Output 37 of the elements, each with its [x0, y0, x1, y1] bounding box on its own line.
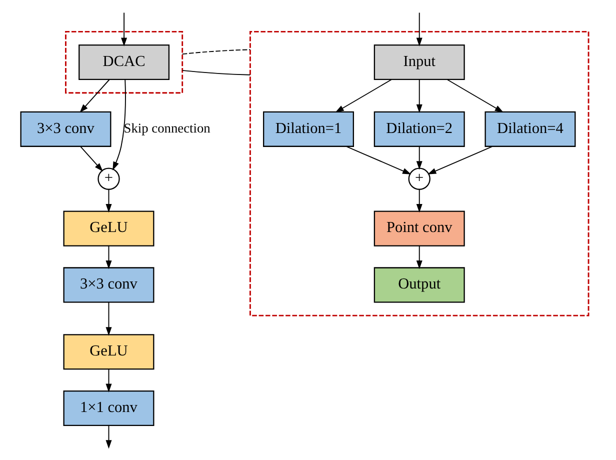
arrow	[416, 12, 422, 46]
arrow	[345, 146, 411, 174]
node-box: GeLU	[62, 334, 154, 370]
arrow	[416, 146, 422, 170]
node-box: Dilation=4	[484, 111, 576, 147]
node-box: Output	[373, 267, 464, 303]
node-box: 1×1 conv	[62, 390, 154, 426]
arrow	[416, 79, 422, 114]
arrow	[79, 79, 110, 113]
arrow	[112, 79, 126, 170]
connector	[181, 70, 250, 76]
arrow	[80, 146, 102, 172]
arrow	[446, 79, 504, 113]
arrow	[416, 245, 422, 270]
node-box: Point conv	[373, 210, 464, 246]
arrow	[427, 146, 492, 174]
node-box: Dilation=2	[373, 111, 464, 147]
arrow	[105, 368, 112, 392]
arrow	[105, 425, 112, 449]
connector	[181, 49, 250, 55]
arrow	[105, 302, 112, 336]
node-box: GeLU	[62, 210, 154, 246]
arrow	[416, 189, 422, 213]
cluster	[248, 30, 589, 316]
node-box: Dilation=1	[262, 111, 354, 147]
node-box: Input	[373, 44, 464, 80]
arrow	[105, 245, 112, 270]
node-box: 3×3 conv	[62, 267, 154, 303]
node-box: 3×3 conv	[20, 111, 111, 147]
arrow	[334, 79, 392, 113]
edge-label: Skip connection	[123, 120, 210, 136]
node-box: DCAC	[78, 44, 170, 80]
node-circle: +	[97, 168, 120, 190]
cluster	[64, 30, 183, 94]
arrow	[120, 12, 127, 46]
node-circle: +	[408, 168, 430, 190]
arrow	[105, 189, 112, 213]
